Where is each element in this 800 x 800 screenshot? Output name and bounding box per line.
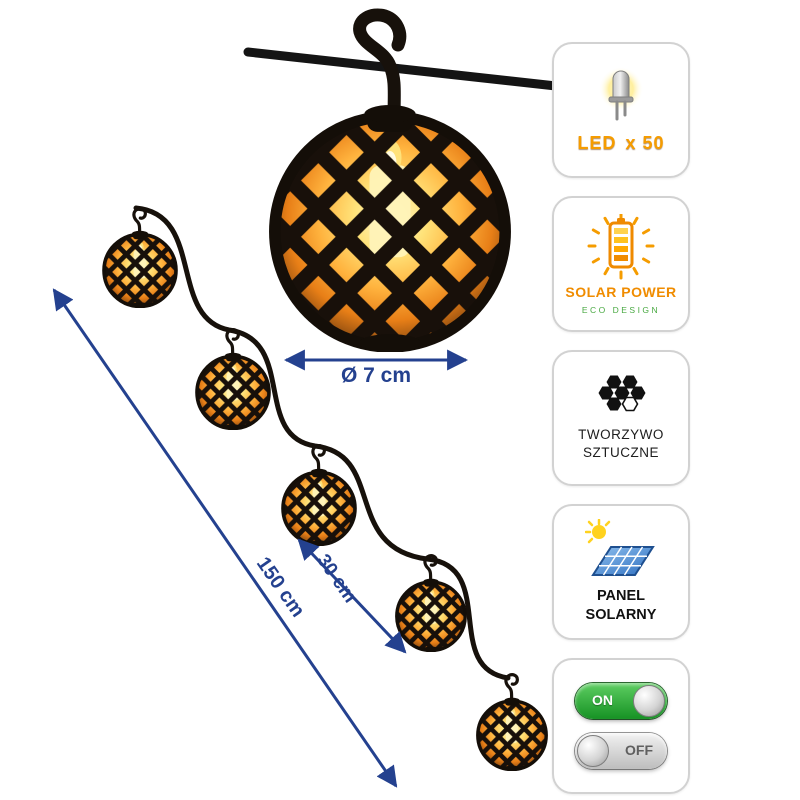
panel-line-2: SOLARNY (585, 607, 657, 623)
toggle-knob (577, 735, 609, 767)
string-lantern-3 (281, 466, 357, 546)
string-lantern-4 (395, 576, 467, 652)
string-lantern-1 (102, 229, 178, 308)
hook-icon (132, 207, 147, 234)
on-label: ON (592, 692, 613, 708)
panel-label: PANEL SOLARNY (586, 587, 657, 625)
led-count-text: x 50 (625, 132, 665, 153)
material-label: TWORZYWO SZTUCZNE (578, 426, 664, 461)
solar-panel-icon (585, 519, 655, 577)
led-bulb-icon (599, 66, 643, 120)
hanging-rod (243, 47, 561, 91)
badge-solar-panel: PANEL SOLARNY (552, 504, 690, 640)
eco-design-label: ECO DESIGN (581, 304, 661, 315)
dimension-arrows (52, 288, 469, 788)
total-length-arrow (52, 288, 398, 788)
led-text: LED (577, 132, 617, 153)
string-lantern-5 (476, 695, 548, 771)
large-hook-icon (353, 8, 407, 127)
solar-battery-icon (587, 213, 655, 279)
hexagon-pattern-icon (598, 375, 646, 412)
badge-led-count: LED x 50 (552, 42, 690, 178)
material-line-2: SZTUCZNE (582, 445, 659, 460)
string-lantern-2 (195, 350, 271, 430)
toggle-off: OFF (575, 733, 667, 769)
hook-icon (311, 444, 326, 471)
hook-icon (225, 328, 240, 355)
switch-stack: ON OFF (575, 683, 667, 769)
material-line-1: TWORZYWO (578, 427, 664, 443)
off-label: OFF (625, 742, 653, 758)
led-count-label: LED x 50 (577, 133, 664, 154)
large-lantern (275, 105, 505, 352)
badge-switches: ON OFF (552, 658, 690, 794)
solar-power-label: SOLAR POWER (565, 283, 677, 300)
hook-icon (504, 673, 519, 700)
spacing-arrow (297, 538, 407, 654)
badge-solar-power: SOLAR POWER ECO DESIGN (552, 196, 690, 332)
diameter-label: Ø 7 cm (340, 364, 412, 387)
badge-material: TWORZYWO SZTUCZNE (552, 350, 690, 486)
toggle-knob (633, 685, 665, 717)
panel-line-1: PANEL (596, 588, 646, 605)
toggle-on: ON (575, 683, 667, 719)
